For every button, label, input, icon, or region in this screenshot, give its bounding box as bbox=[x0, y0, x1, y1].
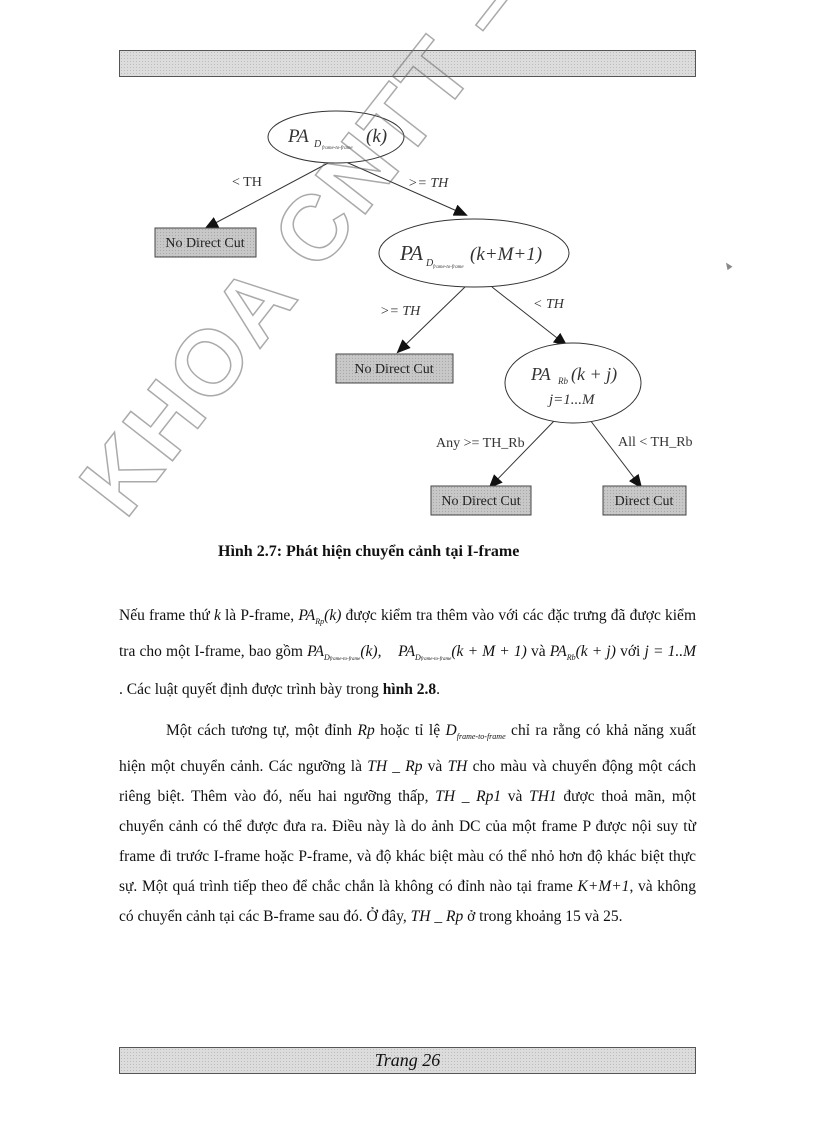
svg-text:D: D bbox=[425, 258, 434, 269]
result-box-no-direct-cut-2: No Direct Cut bbox=[335, 353, 454, 384]
svg-text:PA: PA bbox=[399, 241, 423, 265]
svg-text:PA: PA bbox=[287, 126, 309, 147]
edge-label-root-left: < TH bbox=[232, 175, 262, 190]
result-box-no-direct-cut-1: No Direct Cut bbox=[154, 227, 257, 258]
paragraph-1: Nếu frame thứ k là P-frame, PARp(k) được… bbox=[119, 607, 696, 699]
page-header-bar bbox=[119, 50, 696, 77]
decision-node-root: PA D frame-to-frame (k) bbox=[267, 110, 405, 164]
decision-node-second: PA D frame-to-frame (k+M+1) bbox=[378, 218, 570, 288]
figure-reference-link: hình 2.8 bbox=[382, 681, 437, 699]
result-box-no-direct-cut-3: No Direct Cut bbox=[430, 485, 532, 516]
edge-label-third-right: All < TH_Rb bbox=[618, 435, 693, 450]
svg-text:j=1...M: j=1...M bbox=[547, 392, 596, 408]
edge-label-second-left: >= TH bbox=[380, 304, 421, 319]
svg-text:No Direct Cut: No Direct Cut bbox=[165, 236, 244, 251]
svg-text:D: D bbox=[313, 139, 322, 150]
edge-label-third-left: Any >= TH_Rb bbox=[436, 436, 525, 451]
page-footer-bar: Trang 26 bbox=[119, 1047, 696, 1074]
svg-text:Direct Cut: Direct Cut bbox=[615, 494, 674, 509]
edge-label-root-right: >= TH bbox=[408, 176, 449, 191]
figure-caption: Hình 2.7: Phát hiện chuyển cảnh tại I-fr… bbox=[218, 543, 520, 560]
edge-label-second-right: < TH bbox=[533, 297, 565, 312]
svg-text:Rb: Rb bbox=[557, 376, 568, 386]
svg-text:(k): (k) bbox=[366, 126, 387, 147]
svg-text:(k+M+1): (k+M+1) bbox=[470, 244, 542, 265]
svg-text:No Direct Cut: No Direct Cut bbox=[354, 362, 433, 377]
svg-text:No Direct Cut: No Direct Cut bbox=[441, 494, 520, 509]
decision-node-third: PA Rb (k + j) j=1...M bbox=[504, 342, 642, 424]
svg-text:frame-to-frame: frame-to-frame bbox=[322, 146, 353, 151]
decision-tree-diagram: < TH >= TH >= TH < TH Any >= TH_Rb All <… bbox=[154, 110, 693, 516]
result-box-direct-cut: Direct Cut bbox=[602, 485, 687, 516]
page-number: Trang 26 bbox=[374, 1050, 441, 1070]
paragraph-2: Một cách tương tự, một đỉnh Rp hoặc tỉ l… bbox=[119, 722, 697, 926]
svg-text:(k + j): (k + j) bbox=[571, 364, 617, 385]
diagram-edges bbox=[204, 161, 643, 489]
svg-text:PA: PA bbox=[530, 364, 552, 384]
svg-text:frame-to-frame: frame-to-frame bbox=[433, 265, 464, 270]
